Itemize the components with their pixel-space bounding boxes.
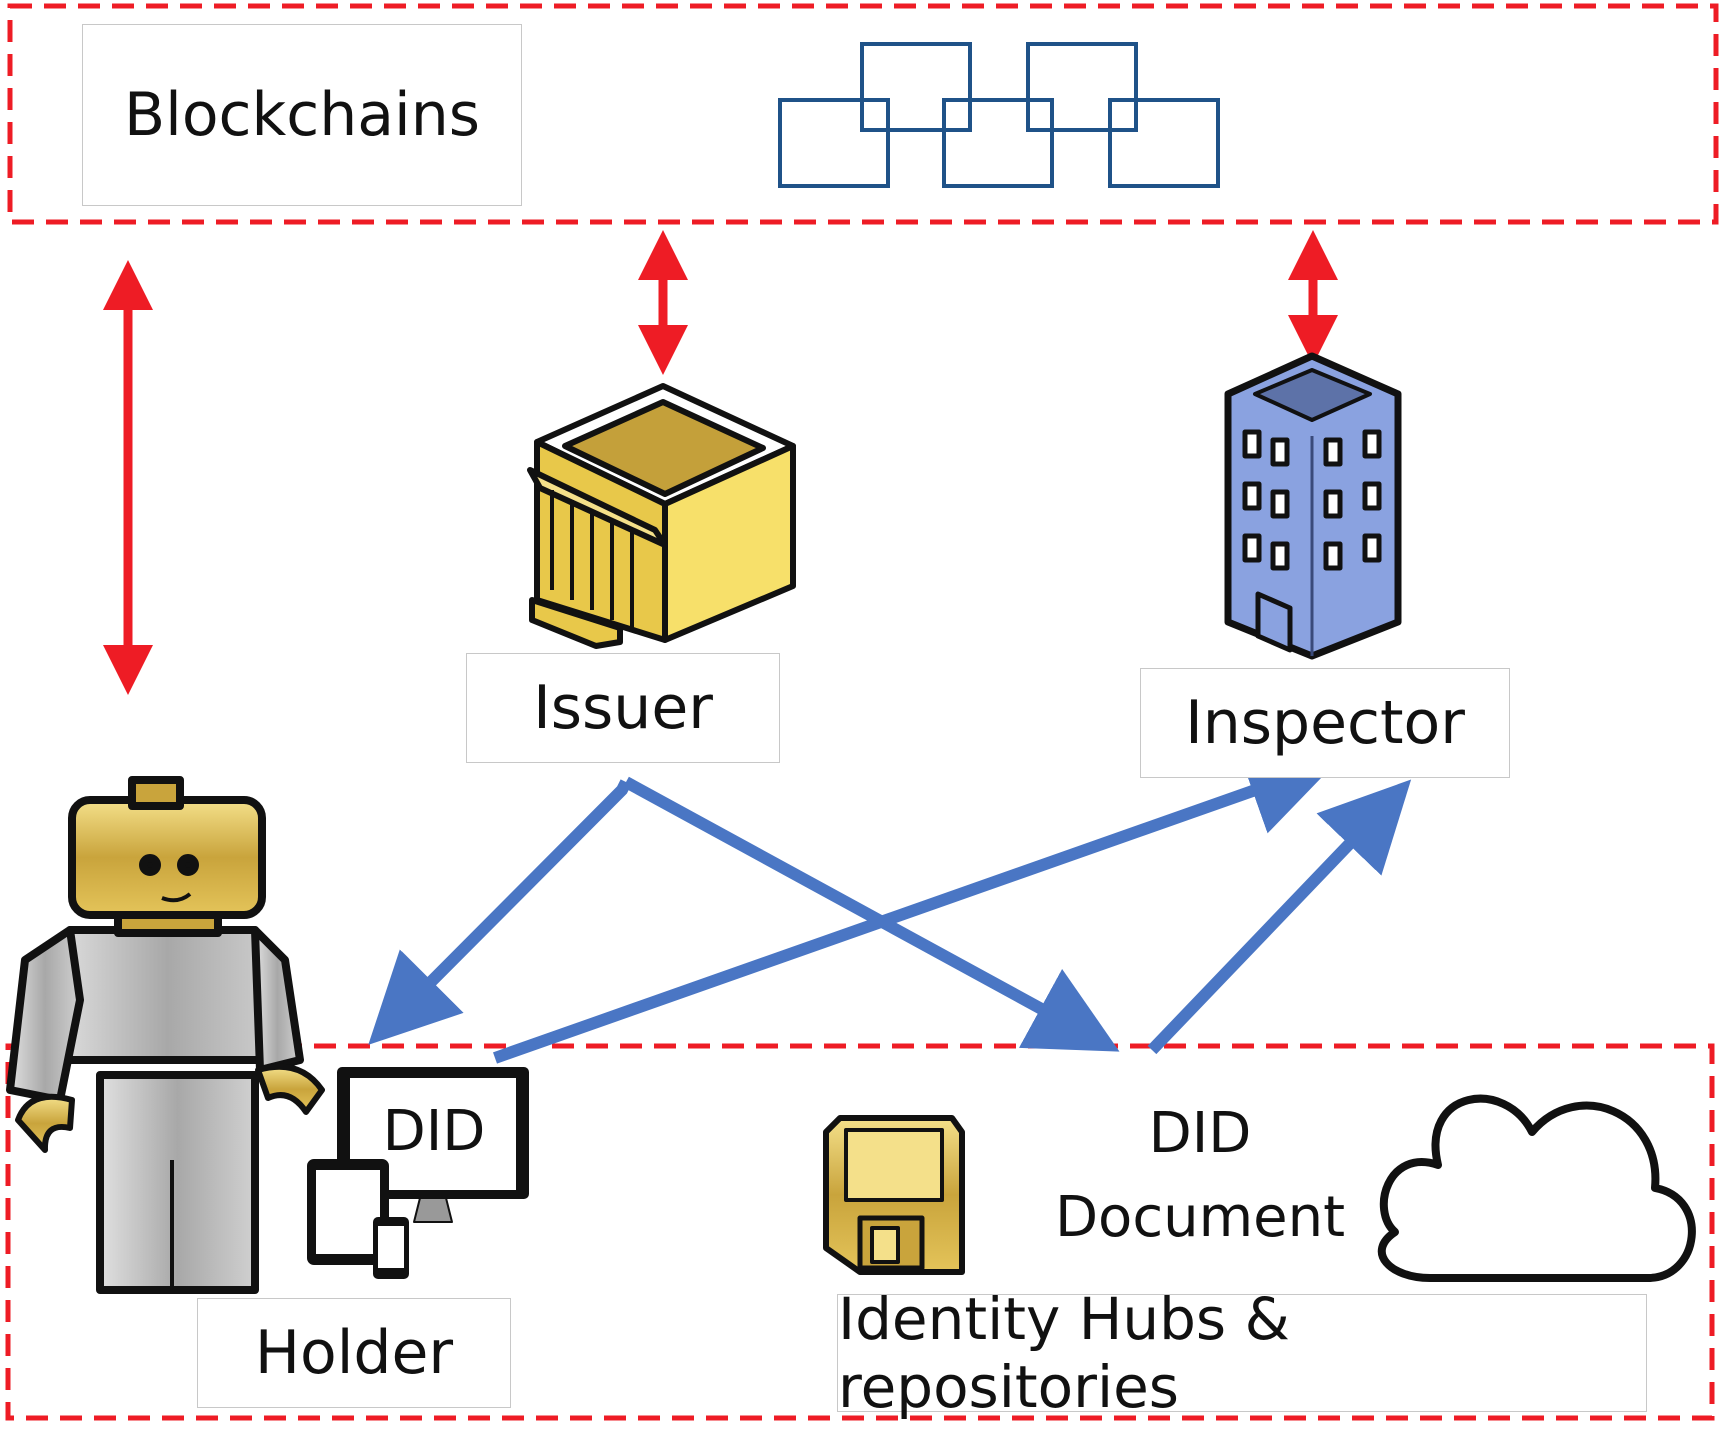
blockchain-region (7, 3, 1719, 225)
hubs-label: Identity Hubs & repositories (837, 1285, 1647, 1421)
issuer-label: Issuer (466, 653, 780, 763)
office-building-icon (1224, 352, 1402, 660)
did-document-label-line2: Document (1054, 1185, 1346, 1250)
person-figure-icon (6, 776, 325, 1294)
hub-to-inspector-arrow (1147, 779, 1412, 1055)
issuer-to-holder-arrow (368, 779, 632, 1045)
storage-region (5, 1043, 1715, 1421)
did-document-label-line1: DID (1148, 1101, 1252, 1166)
holder-to-inspector-arrow (493, 748, 1338, 1064)
blockchains-label: Blockchains (82, 24, 522, 206)
holder-label: Holder (197, 1298, 511, 1408)
inspector-label: Inspector (1140, 668, 1510, 778)
issuer-to-hub-arrow (623, 776, 1120, 1052)
devices-icon (307, 1067, 529, 1279)
did-label: DID (382, 1099, 486, 1164)
bank-icon (527, 383, 796, 649)
floppy-disk-icon (823, 1115, 965, 1275)
cloud-icon (1377, 1094, 1696, 1282)
chain-icon (778, 42, 1220, 188)
